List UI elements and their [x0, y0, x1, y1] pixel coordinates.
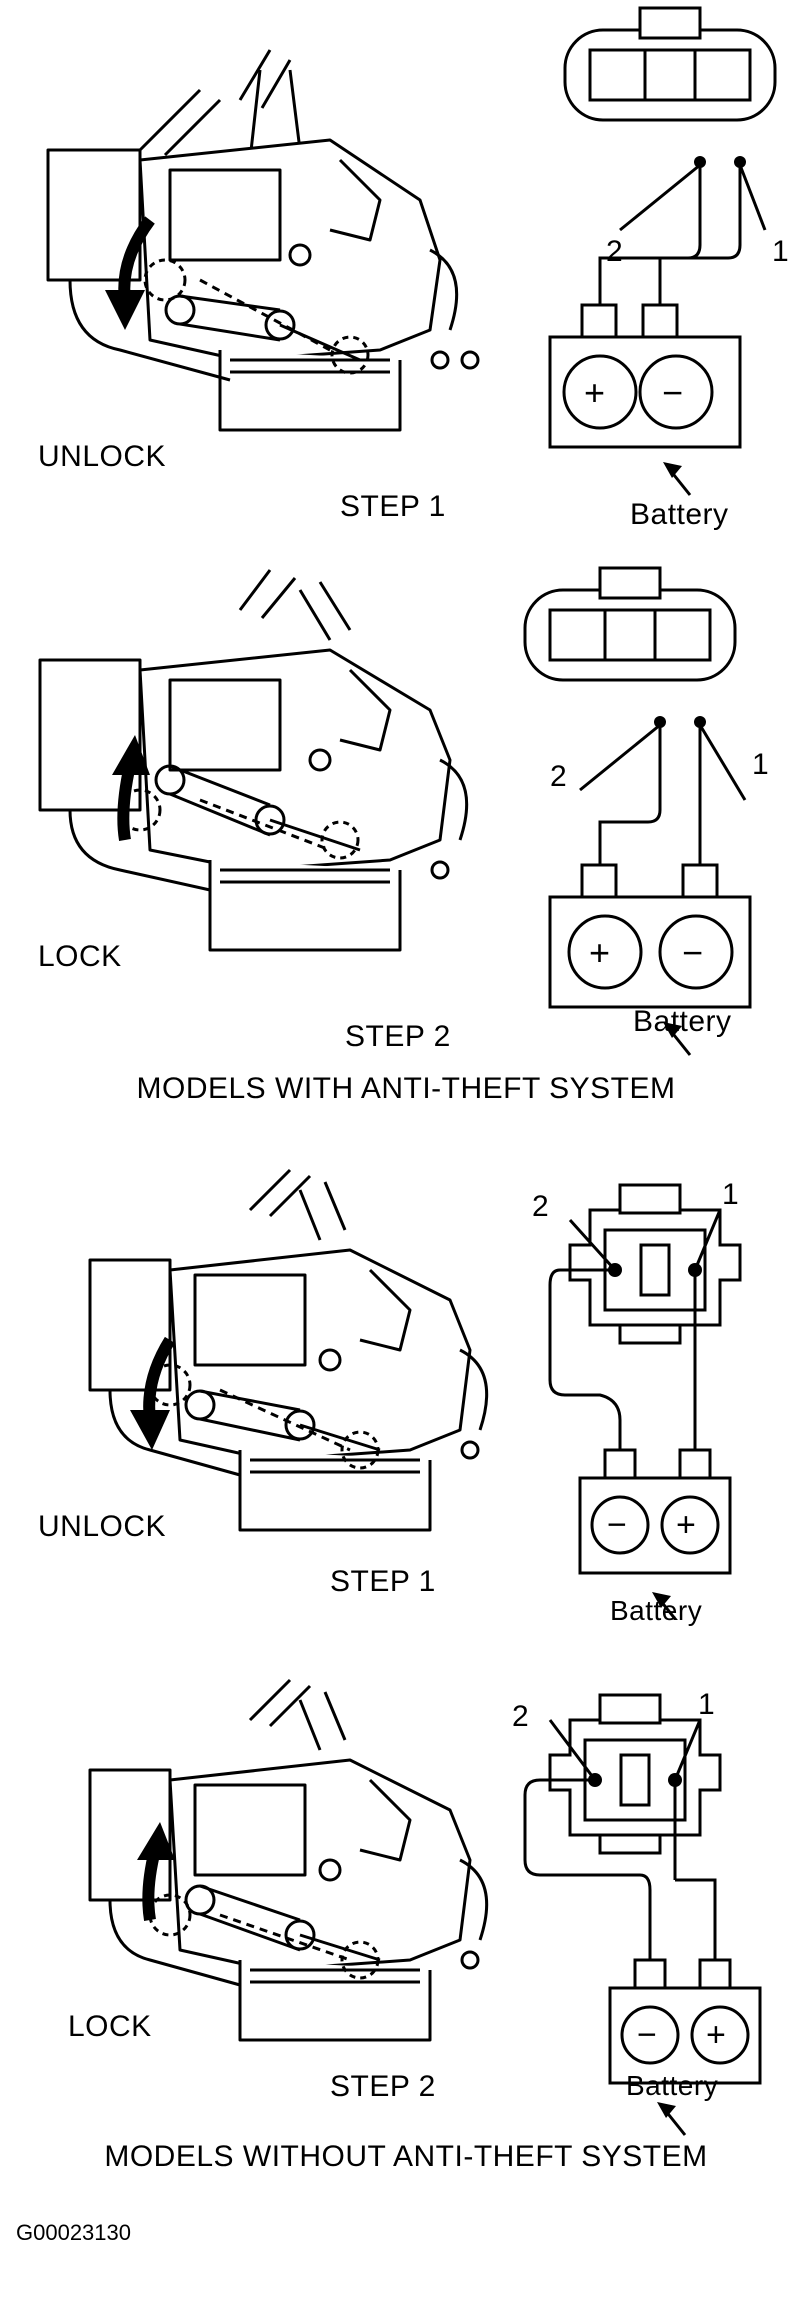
door-lock-actuator-diagram: [88, 1168, 742, 1620]
connector-standard: [568, 1183, 742, 1345]
battery: [548, 303, 742, 496]
pin-label-1: 1: [772, 235, 790, 268]
unlock-arrow: [105, 216, 155, 330]
figure-code: G00023130: [16, 2220, 131, 2245]
door-lock-actuator-diagram: [38, 566, 752, 1056]
action-label: UNLOCK: [38, 1510, 167, 1543]
action-label: UNLOCK: [38, 440, 167, 473]
step-label: STEP 2: [345, 1020, 451, 1053]
panel-with-unlock: 2 1 + − UNLOCK STEP 1 Battery: [0, 0, 812, 540]
terminal-left-symbol: −: [607, 1506, 628, 1544]
door-lock-actuator-diagram: [46, 6, 777, 496]
pin-label-1: 1: [752, 748, 770, 781]
pin-label-1: 1: [698, 1688, 716, 1721]
action-label: LOCK: [38, 940, 122, 973]
terminal-right-symbol: −: [682, 932, 704, 973]
lock-arrow: [137, 1822, 175, 1921]
terminal-right-symbol: +: [706, 2016, 727, 2054]
step-label: STEP 1: [340, 490, 446, 523]
pin-label-2: 2: [512, 1700, 530, 1733]
terminal-left-symbol: +: [584, 372, 606, 413]
connector-anti-theft: [563, 6, 777, 122]
battery-label: Battery: [630, 498, 729, 531]
battery-label: Battery: [633, 1005, 732, 1038]
terminal-right-symbol: +: [676, 1506, 697, 1544]
action-label: LOCK: [68, 2010, 152, 2043]
panel-without-lock: 2 1 − + LOCK STEP 2 Battery: [0, 1660, 812, 2140]
terminal-left-symbol: −: [637, 2016, 658, 2054]
door-lock-actuator-diagram: [88, 1678, 762, 2136]
terminal-right-symbol: −: [662, 372, 684, 413]
step-label: STEP 2: [330, 2070, 436, 2103]
connector-anti-theft: [523, 566, 737, 682]
battery: [608, 1958, 762, 2136]
lock-arrow: [112, 735, 150, 841]
terminal-left-symbol: +: [589, 932, 611, 973]
connector-standard: [548, 1693, 722, 1855]
battery-label: Battery: [610, 1595, 703, 1626]
unlock-arrow: [130, 1336, 176, 1450]
step-label: STEP 1: [330, 1565, 436, 1598]
section-title-with-anti-theft: MODELS WITH ANTI-THEFT SYSTEM: [136, 1072, 676, 1105]
battery-label: Battery: [626, 2070, 719, 2101]
pin-label-1: 1: [722, 1178, 740, 1211]
panel-without-unlock: 2 1 − + UNLOCK STEP 1 Battery: [0, 1150, 812, 1626]
pin-label-2: 2: [550, 760, 568, 793]
battery: [548, 863, 752, 1056]
pin-label-2: 2: [606, 235, 624, 268]
pin-label-2: 2: [532, 1190, 550, 1223]
panel-with-lock: 2 1 + − LOCK STEP 2 Battery: [0, 560, 812, 1060]
section-title-without-anti-theft: MODELS WITHOUT ANTI-THEFT SYSTEM: [104, 2140, 708, 2173]
